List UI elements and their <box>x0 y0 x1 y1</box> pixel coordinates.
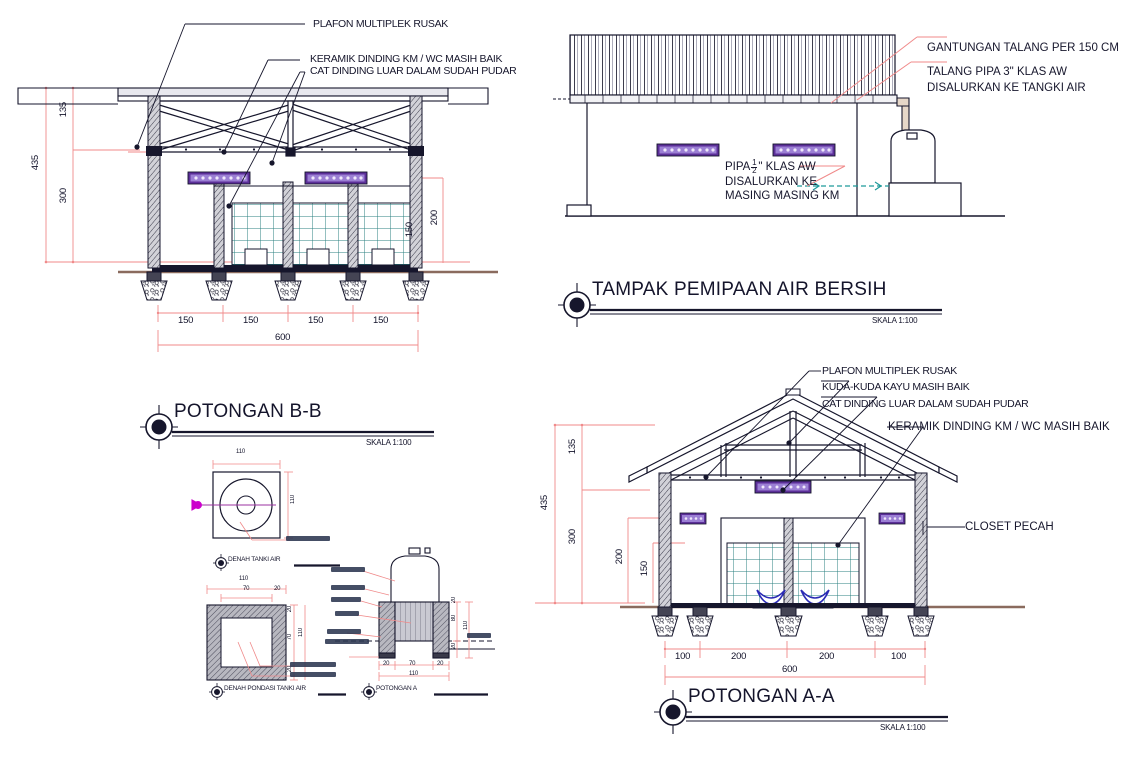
dim-bb-lower-height: 300 <box>58 188 69 204</box>
view-denah-pondasi-tanki-air: 110 70 110 70 20 20 20 <box>190 576 340 700</box>
dim-pondasi-top-outer: 110 <box>239 576 248 582</box>
view-potongan-bb: 435 135 300 200 150 150 150 150 150 600 … <box>0 0 520 370</box>
scale-potongan-bb: SKALA 1:100 <box>366 438 412 447</box>
detail-label-smear-1 <box>286 536 330 541</box>
dim-tanki-top: 110 <box>236 449 245 455</box>
dim-pondasi-right-inner: 70 <box>287 634 293 641</box>
fraction-half: 1 2 <box>751 158 758 175</box>
note-talang-pipa: TALANG PIPA 3" KLAS AW <box>927 66 1068 78</box>
dim-bb-total-width: 600 <box>275 332 291 343</box>
detail-label-smear-4 <box>331 567 365 572</box>
note-disalurkan-tangki: DISALURKAN KE TANGKI AIR <box>927 82 1086 94</box>
title-block-denah-pondasi: DENAH PONDASI TANKI AIR <box>208 683 348 701</box>
detail-label-smear-7 <box>335 611 359 616</box>
dim-bb-bay-4: 150 <box>373 315 389 326</box>
dim-pot-a-b2: 70 <box>409 661 416 667</box>
detail-label-smear-5 <box>331 585 365 590</box>
denah-tanki-graphic <box>191 460 293 541</box>
view-denah-tanki-air: 110 110 <box>190 449 335 575</box>
note-gantungan-talang: GANTUNGAN TALANG PER 150 CM <box>927 42 1119 54</box>
detail-label-smear-3 <box>290 672 336 677</box>
title-potongan-aa: POTONGAN A-A <box>688 686 835 707</box>
view-tampak-pemipaan: GANTUNGAN TALANG PER 150 CM TALANG PIPA … <box>545 10 1129 300</box>
potongan-bb-graphic <box>17 23 498 352</box>
detail-label-smear-8 <box>327 629 361 634</box>
dim-pondasi-top-side: 20 <box>274 586 281 592</box>
view-potongan-aa: 435 135 300 200 150 100 200 200 100 600 … <box>525 355 1129 695</box>
pipe-note-post: " KLAS AW <box>758 161 816 174</box>
note-aa-kuda-kuda: KUDA-KUDA KAYU MASIH BAIK <box>822 381 970 393</box>
dim-bb-total-height: 435 <box>30 155 41 171</box>
dim-bb-upper-height: 135 <box>58 102 69 118</box>
dim-pondasi-right-top: 20 <box>287 606 293 613</box>
dim-pot-a-total: 110 <box>409 671 418 677</box>
title-potongan-bb: POTONGAN B-B <box>174 401 322 422</box>
title-symbol-denah-tanki <box>213 554 340 571</box>
dim-aa-total-height: 435 <box>539 495 550 511</box>
scale-tampak-pemipaan: SKALA 1:100 <box>872 316 918 325</box>
title-denah-tanki-air: DENAH TANKI AIR <box>228 556 281 563</box>
fraction-numerator: 1 <box>752 158 757 167</box>
title-symbol-pemipaan <box>558 283 942 327</box>
detail-label-smear-10 <box>467 633 491 638</box>
dim-pot-a-r2: 110 <box>463 621 469 630</box>
tampak-pemipaan-graphic <box>553 34 1005 217</box>
title-block-tampak-pemipaan: TAMPAK PEMIPAAN AIR BERSIH SKALA 1:100 <box>556 279 946 329</box>
title-block-denah-tanki-air: DENAH TANKI AIR <box>212 554 342 572</box>
dim-aa-inner-200: 200 <box>614 549 625 565</box>
title-tampak-pemipaan: TAMPAK PEMIPAAN AIR BERSIH <box>592 279 887 300</box>
view-potongan-a-detail: 20 70 20 110 80 110 20 20 <box>325 545 500 695</box>
dim-aa-inner-150: 150 <box>639 561 650 577</box>
dim-pondasi-right-outer: 110 <box>298 628 304 637</box>
title-symbol-potongan-a <box>361 683 488 700</box>
dim-aa-bay-1: 100 <box>675 651 691 662</box>
dim-pot-a-r1: 80 <box>451 615 457 622</box>
fraction-denominator: 2 <box>752 165 757 175</box>
note-aa-closet-pecah: CLOSET PECAH <box>965 521 1054 533</box>
title-block-potongan-a-detail: POTONGAN A <box>360 683 490 701</box>
note-bb-cat: CAT DINDING LUAR DALAM SUDAH PUDAR <box>310 65 517 77</box>
note-aa-cat: CAT DINDING LUAR DALAM SUDAH PUDAR <box>822 398 1029 410</box>
dim-pot-a-r0: 20 <box>451 597 457 604</box>
denah-pondasi-graphic <box>206 585 306 681</box>
dim-bb-bay-3: 150 <box>308 315 324 326</box>
title-block-potongan-aa: POTONGAN A-A SKALA 1:100 <box>652 686 952 736</box>
potongan-a-detail-graphic <box>335 547 495 681</box>
note-pipa-klas-aw: PIPA 1 2 " KLAS AW DISALURKAN KE MASING … <box>725 158 840 203</box>
dim-bb-right-150: 150 <box>404 222 415 238</box>
dim-aa-upper-height: 135 <box>567 439 578 455</box>
detail-label-smear-9 <box>325 639 369 644</box>
title-symbol-denah-pondasi <box>209 683 346 700</box>
scale-potongan-aa: SKALA 1:100 <box>880 723 926 732</box>
dim-pot-a-b3: 20 <box>437 661 444 667</box>
title-symbol-bb <box>140 405 434 449</box>
potongan-aa-graphic <box>535 370 1025 685</box>
dim-pot-a-b1: 20 <box>383 661 390 667</box>
pipe-note-line3: MASING MASING KM <box>725 190 840 203</box>
title-symbol-aa <box>654 690 948 734</box>
note-aa-plafon: PLAFON MULTIPLEK RUSAK <box>822 365 957 377</box>
title-block-potongan-bb: POTONGAN B-B SKALA 1:100 <box>138 401 438 451</box>
detail-label-smear-2 <box>290 662 336 667</box>
dim-aa-bay-4: 100 <box>891 651 907 662</box>
pipe-note-pre: PIPA <box>725 161 751 174</box>
dim-pondasi-top-inner: 70 <box>243 586 250 592</box>
note-aa-keramik: KERAMIK DINDING KM / WC MASIH BAIK <box>888 421 1110 433</box>
dim-aa-total-width: 600 <box>782 664 798 675</box>
dim-bb-right-200: 200 <box>429 210 440 226</box>
dim-aa-bay-2: 200 <box>731 651 747 662</box>
dim-aa-lower-height: 300 <box>567 529 578 545</box>
pipe-note-line2: DISALURKAN KE <box>725 176 818 189</box>
dim-bb-bay-1: 150 <box>178 315 194 326</box>
note-bb-plafon: PLAFON MULTIPLEK RUSAK <box>313 18 448 30</box>
title-denah-pondasi-tanki-air: DENAH PONDASI TANKI AIR <box>224 685 306 692</box>
detail-label-smear-6 <box>331 597 361 602</box>
title-potongan-a-detail: POTONGAN A <box>376 685 417 692</box>
note-bb-keramik: KERAMIK DINDING KM / WC MASIH BAIK <box>310 53 503 65</box>
dim-bb-bay-2: 150 <box>243 315 259 326</box>
dim-aa-bay-3: 200 <box>819 651 835 662</box>
dim-pot-a-r3: 20 <box>451 643 457 650</box>
dim-tanki-right: 110 <box>290 495 296 504</box>
